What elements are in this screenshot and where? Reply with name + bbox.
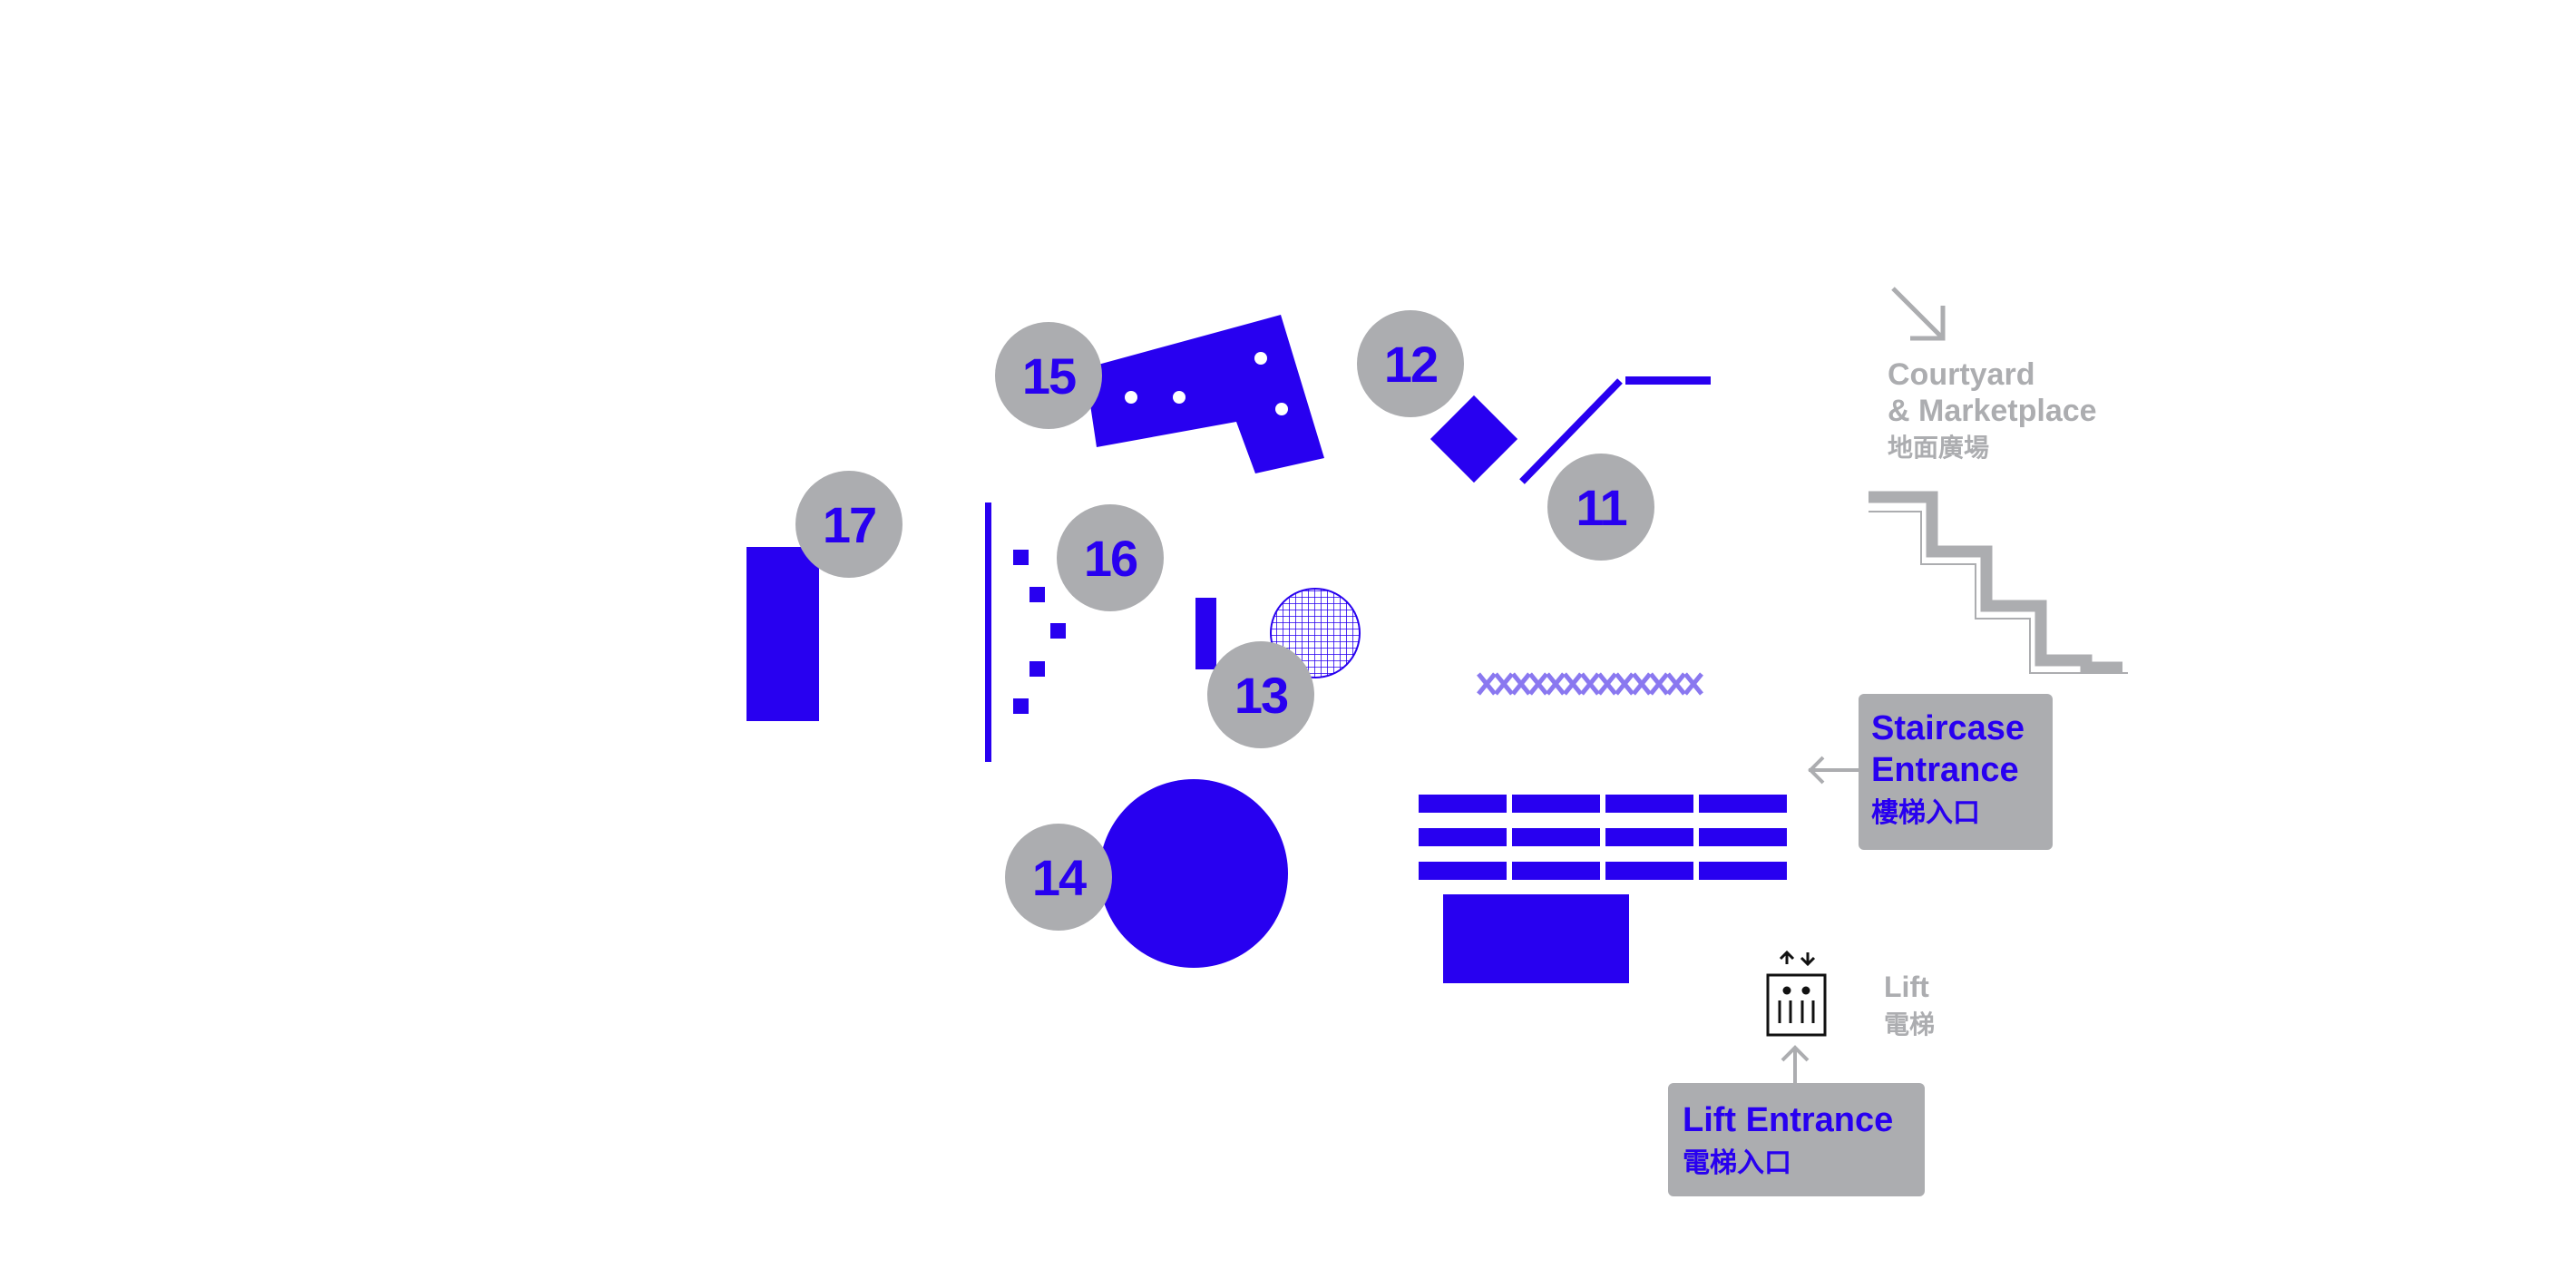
bench	[1419, 828, 1507, 846]
exhibit-16-line[interactable]	[985, 503, 991, 762]
marker-12[interactable]: 12	[1357, 310, 1464, 417]
cross-stitch	[1580, 672, 1600, 696]
bench	[1605, 862, 1693, 880]
exhibit-markers: 11 12 13 14 15 16 17	[795, 310, 1654, 931]
bench	[1699, 795, 1787, 813]
svg-text:17: 17	[823, 496, 875, 553]
svg-text:14: 14	[1032, 849, 1087, 906]
marker-11[interactable]: 11	[1547, 454, 1654, 561]
staircase-entrance-line2: Entrance	[1871, 751, 2019, 789]
arrow-up-icon	[1781, 1045, 1810, 1085]
bench	[1605, 795, 1693, 813]
cross-stitch	[1563, 672, 1583, 696]
bench	[1699, 828, 1787, 846]
cross-stitch	[1615, 672, 1634, 696]
exhibit-16-dots[interactable]	[1013, 550, 1066, 714]
exhibit-11-shape[interactable]	[1519, 376, 1711, 484]
svg-text:15: 15	[1022, 347, 1076, 405]
staircase-entrance[interactable]: Staircase Entrance 樓梯入口	[1808, 694, 2053, 850]
exhibit-13-bar[interactable]	[1195, 598, 1216, 669]
lift-entrance-box	[1668, 1083, 1925, 1196]
exhibit-14-shape[interactable]	[1099, 779, 1288, 968]
cross-stitch	[1632, 672, 1652, 696]
cross-stitch	[1494, 672, 1514, 696]
staircase-entrance-line1: Staircase	[1871, 709, 2025, 747]
staircase-entrance-zh: 樓梯入口	[1871, 798, 1980, 828]
exhibit-platform[interactable]	[1443, 894, 1629, 983]
bench	[1605, 828, 1693, 846]
bench	[1419, 795, 1507, 813]
cross-stitch-strip	[1477, 672, 1703, 696]
bench-rows[interactable]	[1419, 795, 1787, 880]
bench	[1512, 862, 1600, 880]
bench	[1512, 795, 1600, 813]
lift-label-zh: 電梯	[1884, 1010, 1935, 1039]
svg-text:12: 12	[1384, 336, 1437, 393]
lift-entrance-en: Lift Entrance	[1683, 1101, 1893, 1139]
lift-entrance[interactable]: Lift Entrance 電梯入口	[1668, 1045, 1925, 1196]
exhibit-shapes	[746, 315, 1787, 983]
svg-text:11: 11	[1576, 479, 1626, 536]
exhibit-15-dots	[1125, 352, 1288, 415]
cross-stitch	[1477, 672, 1497, 696]
exhibit-17-shape[interactable]	[746, 547, 819, 721]
courtyard-title-line2: & Marketplace	[1888, 394, 2097, 428]
arrow-left-icon	[1808, 756, 1861, 785]
bench	[1419, 862, 1507, 880]
marker-16[interactable]: 16	[1057, 504, 1164, 611]
marker-15[interactable]: 15	[995, 322, 1102, 429]
cross-stitch	[1597, 672, 1617, 696]
exhibit-15-shape[interactable]	[1085, 315, 1324, 473]
courtyard-title-line1: Courtyard	[1888, 357, 2034, 392]
marker-14[interactable]: 14	[1005, 824, 1112, 931]
lift-icon[interactable]	[1766, 950, 1827, 1037]
cross-stitch	[1546, 672, 1566, 696]
cross-stitch	[1666, 672, 1686, 696]
cross-stitch	[1511, 672, 1531, 696]
cross-stitch	[1649, 672, 1669, 696]
staircase-icon	[1869, 491, 2128, 674]
exhibit-12-shape[interactable]	[1429, 395, 1518, 483]
bench	[1699, 862, 1787, 880]
bench	[1512, 828, 1600, 846]
marker-13[interactable]: 13	[1207, 641, 1314, 748]
arrow-down-right-icon	[1891, 287, 1946, 341]
marker-17[interactable]: 17	[795, 471, 903, 578]
svg-text:16: 16	[1084, 530, 1137, 587]
cross-stitch	[1528, 672, 1548, 696]
courtyard-label[interactable]: Courtyard & Marketplace 地面廣場	[1888, 287, 2097, 462]
cross-stitch	[1683, 672, 1703, 696]
svg-text:13: 13	[1234, 667, 1288, 724]
staircase-entrance-box	[1859, 694, 2053, 850]
lift-entrance-zh: 電梯入口	[1683, 1148, 1791, 1178]
lift-label-en: Lift	[1884, 971, 1929, 1003]
courtyard-title-zh: 地面廣場	[1888, 434, 1989, 462]
